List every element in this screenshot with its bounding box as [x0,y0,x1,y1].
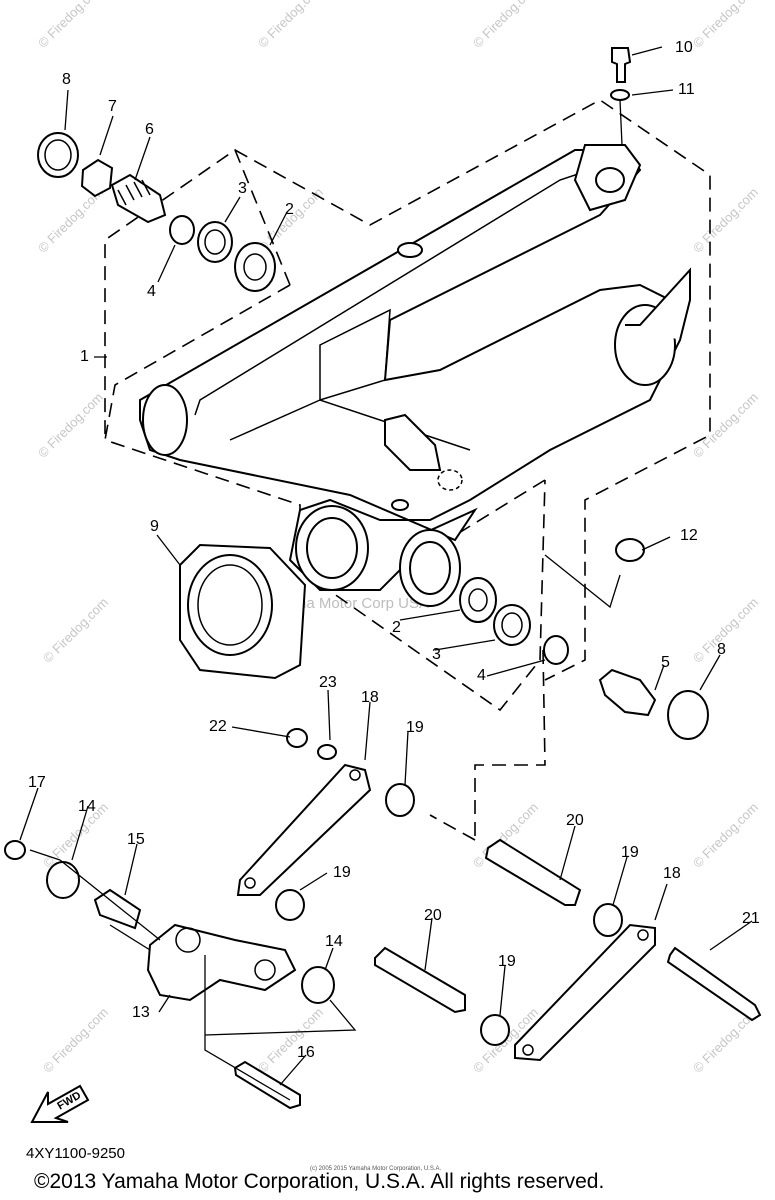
callout-19-d: 19 [498,953,516,970]
callout-7: 7 [108,98,117,115]
callout-6: 6 [145,121,154,138]
lower-leader [429,649,546,841]
fine-print: (c) 2005 2015 Yamaha Motor Corporation, … [310,1166,442,1172]
callout-18-b: 18 [663,865,681,882]
relay-arm-18-left [236,763,372,896]
relay-arm-13 [146,923,297,1002]
callout-2: 2 [285,201,294,218]
cap-12 [615,538,645,562]
callout-10: 10 [675,39,693,56]
callout-4-lower: 4 [477,667,486,684]
callout-22: 22 [209,718,227,735]
seal-3-low [493,604,531,646]
callout-9: 9 [150,518,159,535]
nut-17 [4,840,26,860]
seal-3-top [197,221,233,263]
callout-17: 17 [28,774,46,791]
bolt-16 [233,1060,301,1110]
assembly-boundary-right [234,99,711,681]
bushing-14-right [301,966,335,1004]
callout-4: 4 [147,283,156,300]
nut-22 [286,728,308,748]
collar-4-top [169,215,195,245]
washer-23 [317,744,337,760]
forward-arrow-icon: FWD [30,1084,90,1123]
collar-19-a [385,783,415,817]
callout-2-lower: 2 [392,619,401,636]
callout-19: 19 [406,719,424,736]
collar-19-b [275,889,305,921]
bearing-2-low [459,577,497,623]
bolt-10 [611,47,632,83]
callout-14-b: 14 [325,933,343,950]
callout-20-b: 20 [424,907,442,924]
collar-19-c [593,903,623,937]
callout-21: 21 [742,910,760,927]
callout-18: 18 [361,689,379,706]
callout-12: 12 [680,527,698,544]
callout-3: 3 [238,180,247,197]
oil-seal-8-top [37,132,79,178]
bushing-14-left [46,861,80,899]
pivot-shaft-6 [110,173,167,224]
bolt-21 [666,946,762,1022]
collar-19-d [480,1014,510,1046]
cap-8-low [667,690,709,740]
collar-20-a [484,838,582,906]
relay-arm-18-right [514,923,656,1062]
callout-23: 23 [319,674,337,691]
callout-8: 8 [62,71,71,88]
callout-16: 16 [297,1044,315,1061]
callout-14: 14 [78,798,96,815]
callout-1: 1 [80,348,89,365]
collar-4-low [543,635,569,665]
collar-20-b [374,946,466,1014]
callout-20: 20 [566,812,584,829]
callout-19-b: 19 [333,864,351,881]
diagram-code: 4XY1100-9250 [26,1145,125,1162]
swingarm [139,144,691,607]
bearing-2-top [234,242,276,292]
callout-5: 5 [661,654,670,671]
bolt-5 [598,668,657,717]
cover-9 [179,543,307,680]
copyright-notice: ©2013 Yamaha Motor Corporation, U.S.A. A… [34,1170,605,1193]
callout-11: 11 [678,81,695,98]
callout-8-lower: 8 [717,641,726,658]
collar-15 [93,888,142,930]
callout-3-lower: 3 [432,646,441,663]
callout-19-c: 19 [621,844,639,861]
nut-7 [80,158,114,198]
washer-11 [610,89,630,101]
callout-15: 15 [127,831,145,848]
callout-13: 13 [132,1004,150,1021]
